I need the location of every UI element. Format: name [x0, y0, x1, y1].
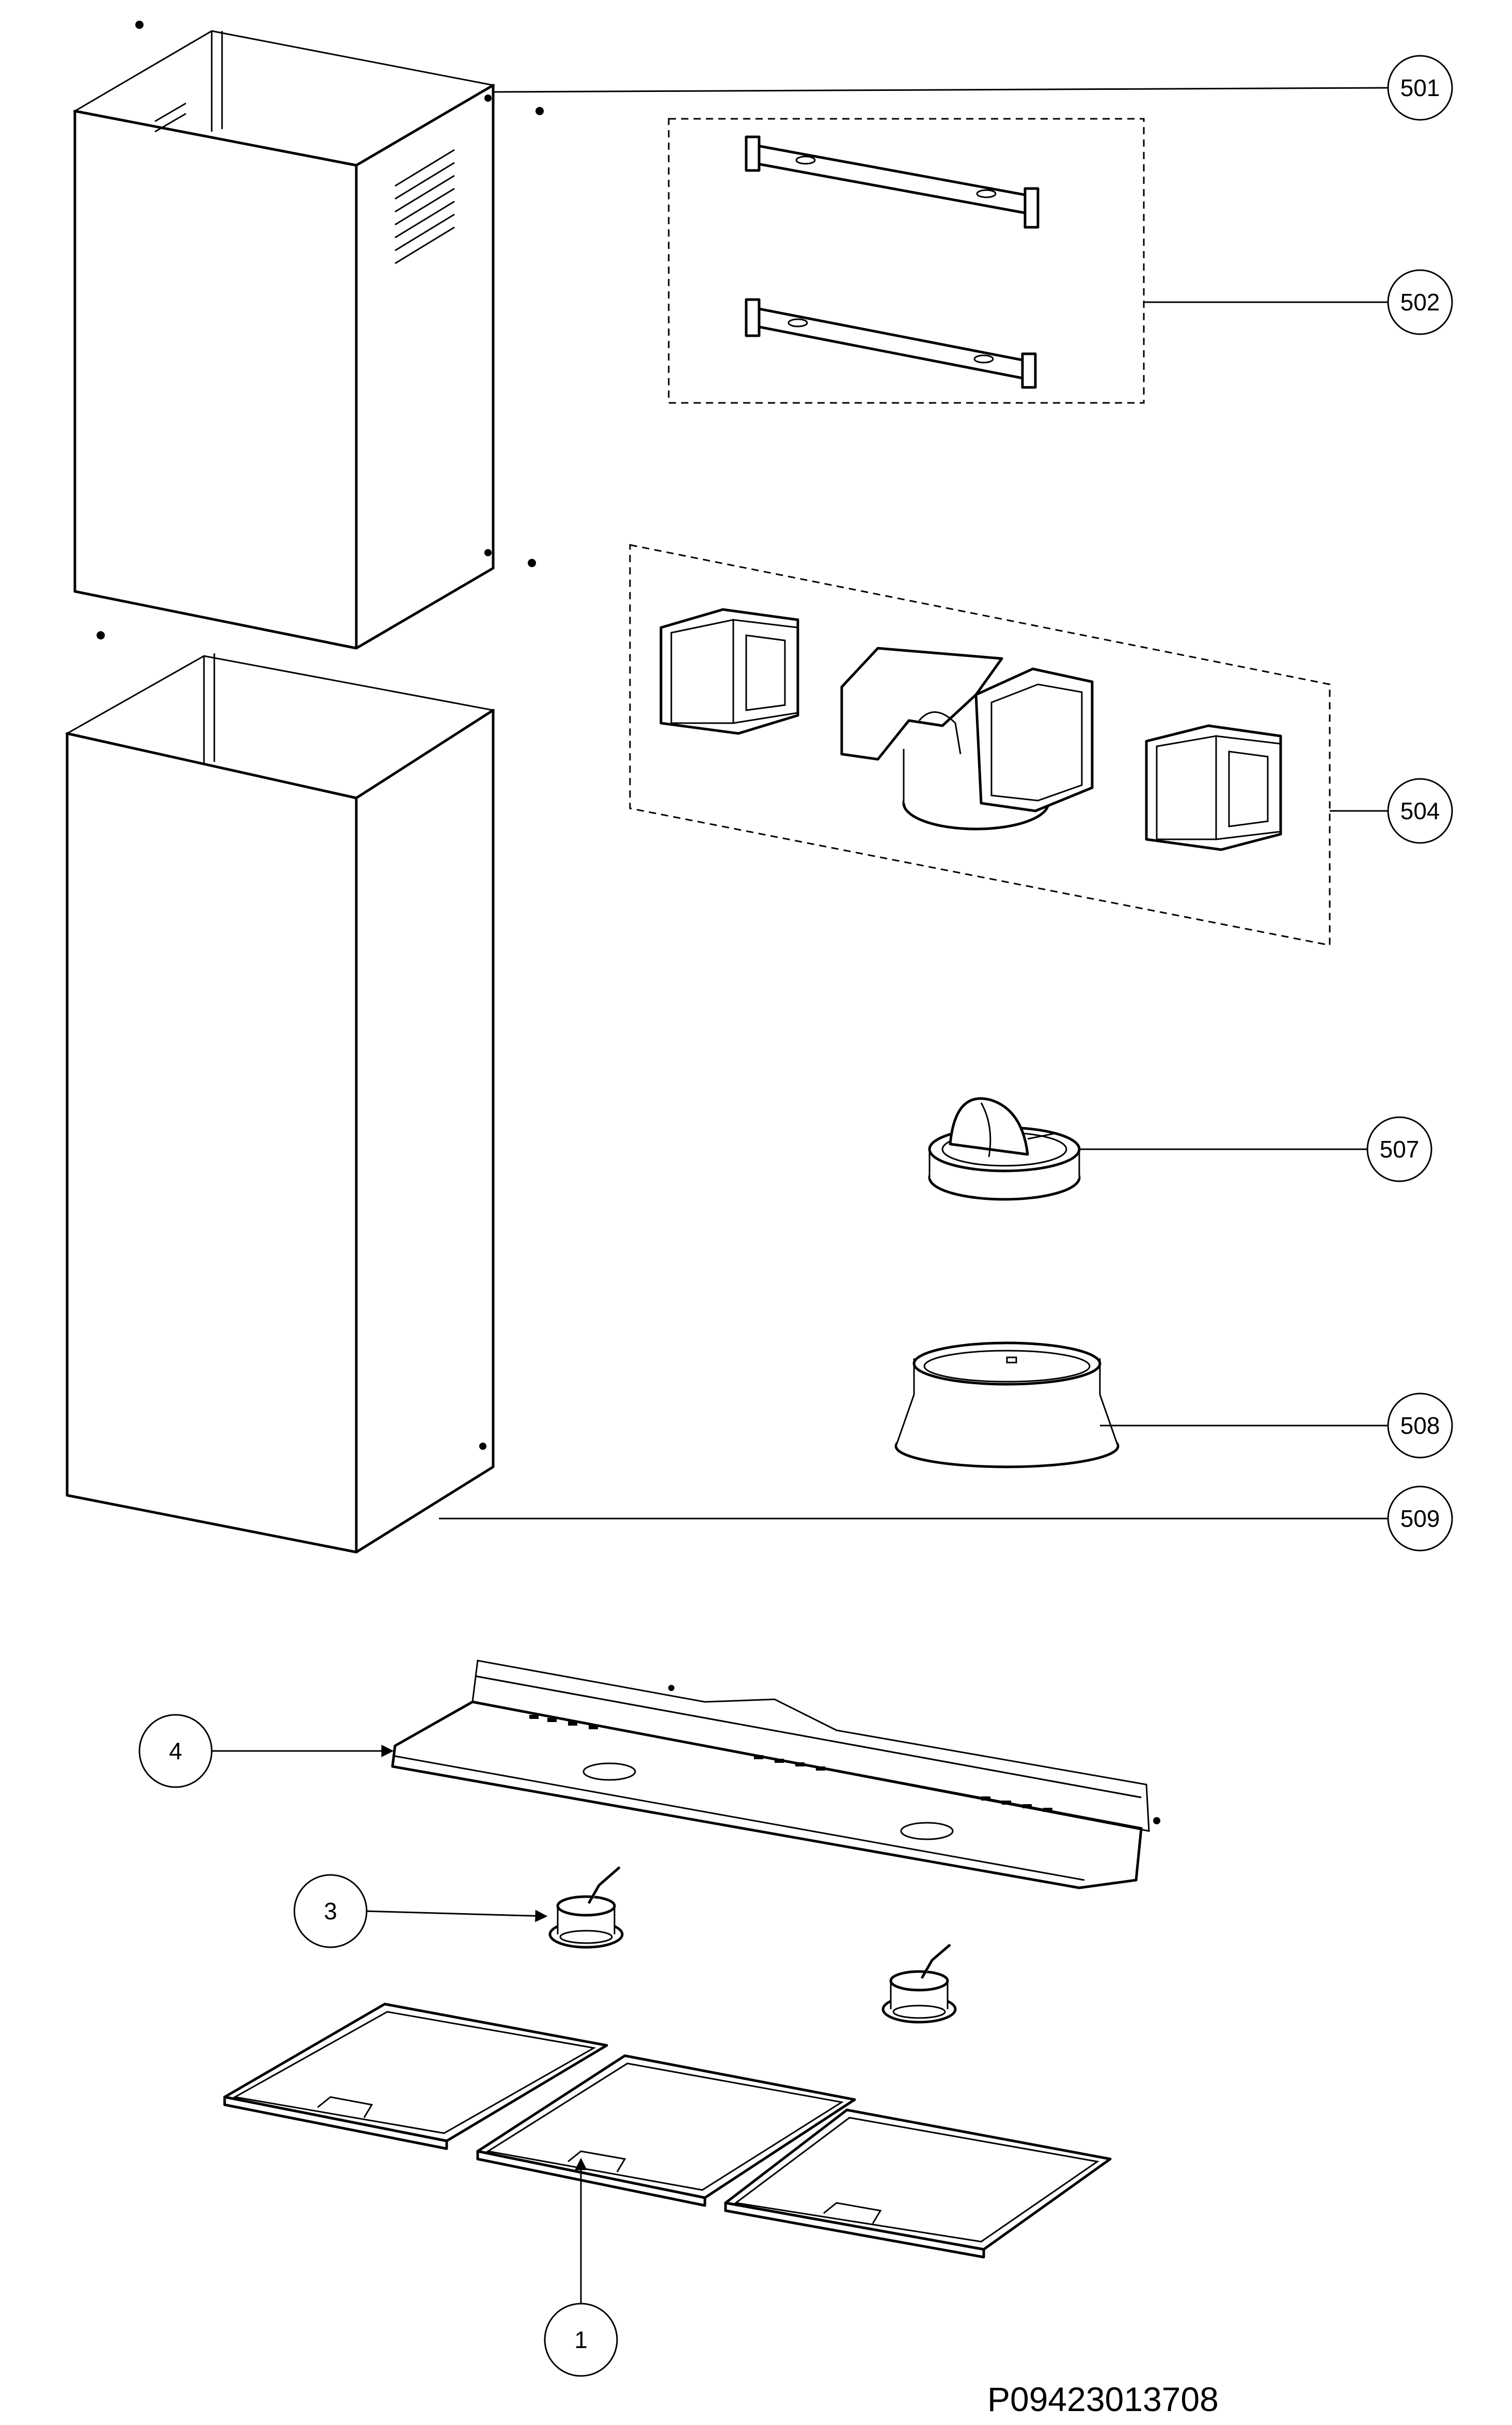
- grease-filter-right: [724, 2108, 1112, 2259]
- callout-508: 508: [1387, 1393, 1453, 1459]
- callout-label-504: 504: [1400, 797, 1440, 824]
- lamp-left: [548, 1866, 624, 1949]
- drawing-code: P09423013708: [987, 2380, 1219, 2418]
- callout-label-501: 501: [1400, 74, 1440, 101]
- callout-504: 504: [1387, 778, 1453, 844]
- callout-label-508: 508: [1400, 1412, 1440, 1439]
- callout-label-1: 1: [574, 2326, 588, 2353]
- frame-slots: [529, 1715, 1052, 1812]
- duct-connector-left: [659, 608, 799, 735]
- lower-chimney-part: [65, 653, 495, 1554]
- duct-connector-right: [1145, 724, 1282, 851]
- callout-label-4: 4: [169, 1738, 182, 1764]
- callout-501: 501: [1387, 55, 1453, 121]
- grease-filter-part: [223, 2002, 1112, 2259]
- callout-3: 3: [293, 1874, 368, 1948]
- bracket-kit-part: [668, 118, 1145, 404]
- mounting-bracket-lower: [745, 298, 1037, 389]
- hood-frame-part: [391, 1660, 1160, 1889]
- duct-elbow-center: [840, 647, 1094, 831]
- callout-1: 1: [544, 2303, 618, 2377]
- callout-502: 502: [1387, 269, 1453, 335]
- grease-filter-center: [476, 2054, 856, 2207]
- callout-label-502: 502: [1400, 289, 1440, 316]
- lamp-right: [881, 1944, 957, 2024]
- callout-509: 509: [1387, 1485, 1453, 1552]
- reducer-ring-part: [894, 1341, 1120, 1468]
- callout-label-3: 3: [324, 1898, 337, 1925]
- callout-4: 4: [138, 1714, 213, 1788]
- duct-kit-part: [629, 544, 1331, 946]
- grease-filter-left: [223, 2002, 608, 2150]
- non-return-valve-part: [928, 1097, 1081, 1201]
- callout-label-509: 509: [1400, 1505, 1440, 1532]
- callout-507: 507: [1366, 1116, 1432, 1182]
- leader-lines: [212, 87, 1389, 2305]
- vent-slots: [154, 102, 455, 264]
- mounting-bracket-upper: [745, 135, 1040, 229]
- lamp-part: [548, 1866, 957, 2024]
- upper-chimney-part: [72, 21, 544, 650]
- callout-label-507: 507: [1380, 1136, 1420, 1163]
